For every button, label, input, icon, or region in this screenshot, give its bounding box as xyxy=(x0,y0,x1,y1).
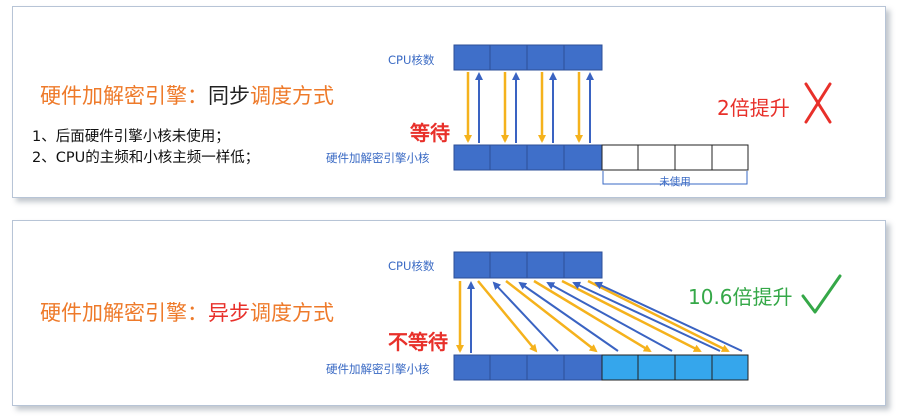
sync-note-2: 2、CPU的主频和小核主频一样低； xyxy=(32,150,260,166)
async-engine-core-5 xyxy=(601,354,639,381)
unused-label: 未使用 xyxy=(659,176,691,188)
async-cpu-row xyxy=(453,251,603,279)
async-cpu-label: CPU核数 xyxy=(388,259,435,273)
async-cpu-core-3 xyxy=(526,251,565,279)
sync-engine-idle-1 xyxy=(601,144,639,171)
cross-icon xyxy=(804,82,832,124)
async-title: 硬件加解密引擎：异步调度方式 xyxy=(40,297,334,327)
async-arrow-diag-blue-1 xyxy=(492,281,559,352)
sync-engine-core-1 xyxy=(453,144,491,171)
async-wait-label: 不等待 xyxy=(388,330,448,354)
sync-notes: 1、后面硬件引擎小核未使用； 2、CPU的主频和小核主频一样低； xyxy=(32,127,259,169)
sync-cpu-row xyxy=(453,44,603,71)
sync-cpu-label: CPU核数 xyxy=(388,53,435,67)
sync-wait-label: 等待 xyxy=(410,121,450,145)
async-title-mode: 异步 xyxy=(208,301,250,325)
async-engine-core-3 xyxy=(526,354,565,381)
async-cpu-core-1 xyxy=(453,251,491,279)
sync-title-suffix: 调度方式 xyxy=(250,84,334,108)
async-arrow-diag-yellow-2 xyxy=(505,280,598,353)
async-arrow-diag-yellow-4 xyxy=(561,279,702,353)
sync-cpu-core-3 xyxy=(526,44,565,71)
async-arrow-diag-yellow-3 xyxy=(533,279,652,353)
sync-cpu-core-1 xyxy=(453,44,491,71)
unused-bracket xyxy=(602,171,748,185)
async-engine-label: 硬件加解密引擎小核 xyxy=(326,362,430,376)
async-engine-row xyxy=(453,354,749,381)
sync-note-1: 1、后面硬件引擎小核未使用； xyxy=(32,129,230,145)
sync-cpu-core-4 xyxy=(563,44,603,71)
async-engine-core-8 xyxy=(711,354,749,381)
async-arrow-diag-blue-3 xyxy=(546,282,673,352)
async-arrows xyxy=(456,279,743,353)
async-cpu-core-4 xyxy=(563,251,603,279)
sync-engine-label: 硬件加解密引擎小核 xyxy=(326,151,430,165)
async-engine-core-1 xyxy=(453,354,491,381)
async-engine-core-2 xyxy=(489,354,528,381)
sync-gain-text: 2倍提升 xyxy=(717,96,790,120)
sync-engine-idle-2 xyxy=(637,144,676,171)
async-engine-core-6 xyxy=(637,354,676,381)
sync-title-prefix: 硬件加解密引擎： xyxy=(40,84,208,108)
sync-arrows xyxy=(464,72,594,143)
async-arrow-diag-blue-2 xyxy=(518,281,619,352)
async-gain-text: 10.6倍提升 xyxy=(688,285,793,309)
sync-engine-row xyxy=(453,144,749,171)
sync-cpu-core-2 xyxy=(489,44,528,71)
async-arrow-diag-yellow-1 xyxy=(477,280,538,353)
async-engine-core-4 xyxy=(563,354,603,381)
sync-engine-core-2 xyxy=(489,144,528,171)
sync-engine-core-3 xyxy=(526,144,565,171)
async-arrow-diag-yellow-5 xyxy=(587,279,730,353)
async-cpu-core-2 xyxy=(489,251,528,279)
sync-engine-core-4 xyxy=(563,144,603,171)
sync-engine-idle-4 xyxy=(711,144,749,171)
async-arrow-diag-blue-5 xyxy=(594,281,743,352)
sync-title-mode: 同步 xyxy=(208,84,250,108)
sync-engine-idle-3 xyxy=(674,144,713,171)
async-title-suffix: 调度方式 xyxy=(250,301,334,325)
async-title-prefix: 硬件加解密引擎： xyxy=(40,301,208,325)
async-engine-core-7 xyxy=(674,354,713,381)
check-icon xyxy=(801,274,842,314)
sync-title: 硬件加解密引擎：同步调度方式 xyxy=(40,80,334,110)
async-arrow-diag-blue-4 xyxy=(572,281,721,352)
